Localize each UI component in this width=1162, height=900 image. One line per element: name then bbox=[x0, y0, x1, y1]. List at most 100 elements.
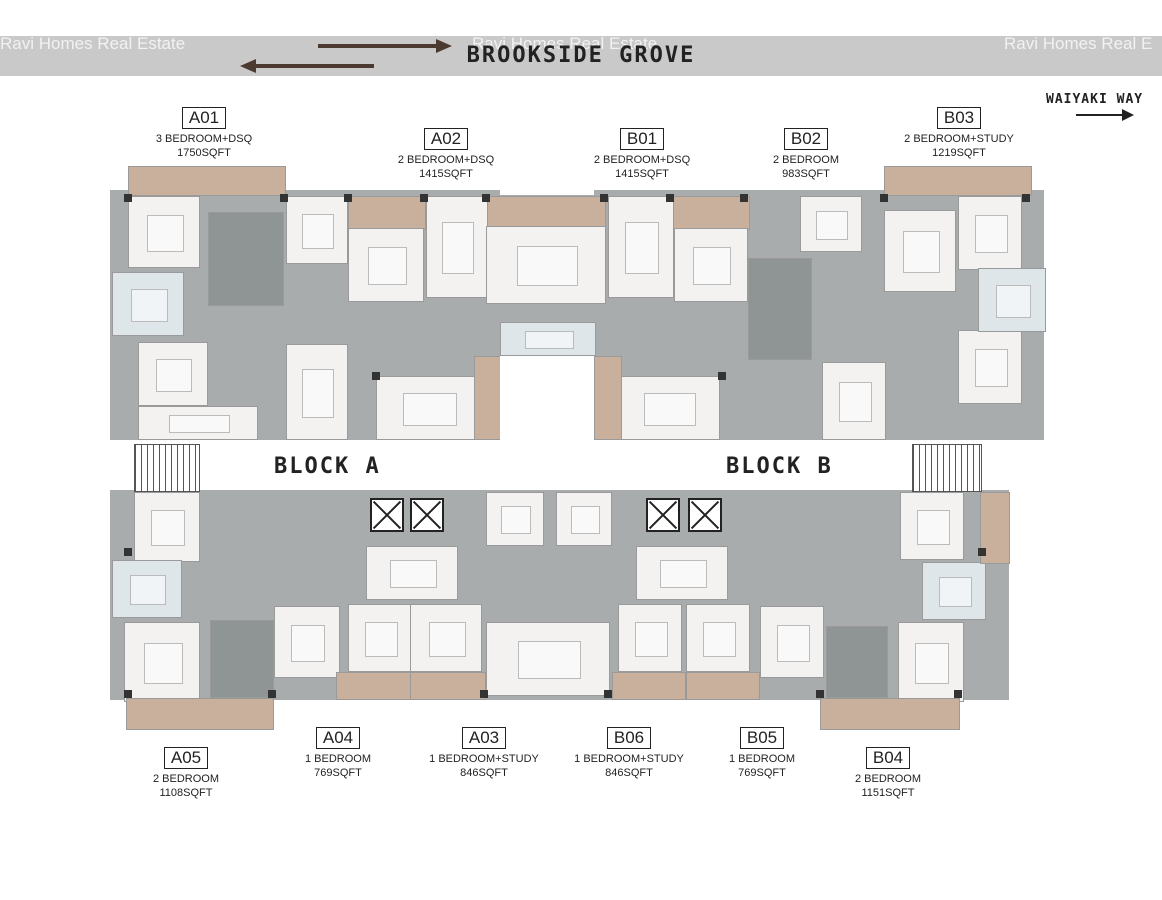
unit-area: 1415SQFT bbox=[419, 168, 473, 180]
corridor-b bbox=[594, 440, 914, 490]
unit-label-a01: A01 3 BEDROOM+DSQ 1750SQFT bbox=[134, 107, 274, 160]
unit-desc: 2 BEDROOM+DSQ bbox=[593, 154, 691, 166]
watermark-right: Ravi Homes Real E bbox=[1004, 34, 1153, 53]
unit-area: 1750SQFT bbox=[177, 147, 231, 159]
road-strip bbox=[0, 36, 1162, 76]
unit-desc: 2 BEDROOM bbox=[772, 154, 839, 166]
unit-label-b03: B03 2 BEDROOM+STUDY 1219SQFT bbox=[889, 107, 1029, 160]
unit-area: 983SQFT bbox=[782, 168, 830, 180]
balcony bbox=[594, 356, 622, 440]
unit-code: B01 bbox=[619, 128, 665, 150]
unit-desc: 2 BEDROOM bbox=[152, 773, 219, 785]
unit-label-a05: A05 2 BEDROOM 1108SQFT bbox=[116, 747, 256, 800]
living-room bbox=[826, 626, 888, 698]
unit-area: 769SQFT bbox=[738, 767, 786, 779]
bathroom bbox=[500, 322, 596, 356]
unit-code: B05 bbox=[739, 727, 785, 749]
unit-label-b04: B04 2 BEDROOM 1151SQFT bbox=[818, 747, 958, 800]
unit-area: 1108SQFT bbox=[159, 787, 213, 799]
stairs-a bbox=[134, 444, 200, 492]
block-b-label: BLOCK B bbox=[726, 454, 833, 479]
unit-code: B06 bbox=[606, 727, 652, 749]
pillar bbox=[124, 548, 132, 556]
lift-icon bbox=[646, 498, 680, 532]
bathroom bbox=[922, 562, 986, 620]
balcony bbox=[128, 166, 286, 196]
bedroom bbox=[274, 606, 340, 678]
bedroom bbox=[124, 622, 200, 702]
bedroom bbox=[348, 604, 412, 672]
balcony bbox=[348, 196, 426, 230]
dining-area bbox=[366, 546, 458, 600]
unit-desc: 1 BEDROOM+STUDY bbox=[429, 753, 539, 765]
living-room bbox=[674, 228, 748, 302]
pillar bbox=[344, 194, 352, 202]
watermark-left: Ravi Homes Real Estate bbox=[0, 34, 186, 53]
pillar bbox=[954, 690, 962, 698]
unit-area: 1151SQFT bbox=[861, 787, 915, 799]
road-name: BROOKSIDE GROVE bbox=[466, 43, 696, 68]
unit-code: B04 bbox=[865, 747, 911, 769]
bathroom bbox=[112, 560, 182, 618]
pillar bbox=[482, 194, 490, 202]
study bbox=[486, 492, 544, 546]
bedroom bbox=[900, 492, 964, 560]
balcony bbox=[884, 166, 1032, 196]
bedroom bbox=[686, 604, 750, 672]
pillar bbox=[880, 194, 888, 202]
unit-area: 1415SQFT bbox=[615, 168, 669, 180]
bedroom bbox=[286, 196, 348, 264]
unit-area: 1219SQFT bbox=[932, 147, 986, 159]
study bbox=[556, 492, 612, 546]
watermark-center: Ravi Homes Real Estate bbox=[472, 34, 658, 53]
pillar bbox=[600, 194, 608, 202]
unit-code: A04 bbox=[315, 727, 361, 749]
dining-area bbox=[636, 546, 728, 600]
bedroom bbox=[958, 196, 1022, 270]
pillar bbox=[978, 548, 986, 556]
unit-area: 846SQFT bbox=[605, 767, 653, 779]
traffic-arrow-right-icon bbox=[318, 39, 452, 53]
bedroom bbox=[958, 330, 1022, 404]
bedroom bbox=[486, 622, 610, 696]
unit-desc: 1 BEDROOM bbox=[728, 753, 795, 765]
unit-label-a04: A04 1 BEDROOM 769SQFT bbox=[268, 727, 408, 780]
unit-desc: 2 BEDROOM bbox=[854, 773, 921, 785]
pillar bbox=[268, 690, 276, 698]
unit-label-b01: B01 2 BEDROOM+DSQ 1415SQFT bbox=[572, 128, 712, 181]
balcony bbox=[686, 672, 760, 700]
pillar bbox=[666, 194, 674, 202]
corridor-a bbox=[200, 440, 610, 490]
balcony bbox=[336, 672, 412, 700]
bedroom bbox=[800, 196, 862, 252]
balcony bbox=[474, 356, 502, 440]
bedroom bbox=[486, 226, 606, 304]
living-room bbox=[884, 210, 956, 292]
unit-label-a02: A02 2 BEDROOM+DSQ 1415SQFT bbox=[376, 128, 516, 181]
pillar bbox=[124, 194, 132, 202]
bedroom bbox=[134, 492, 200, 562]
unit-desc: 2 BEDROOM+STUDY bbox=[904, 133, 1014, 145]
living-room bbox=[210, 620, 274, 698]
bedroom bbox=[608, 196, 674, 298]
unit-label-b02: B02 2 BEDROOM 983SQFT bbox=[736, 128, 876, 181]
dsq-room bbox=[286, 344, 348, 440]
pillar bbox=[280, 194, 288, 202]
balcony bbox=[612, 672, 686, 700]
unit-desc: 1 BEDROOM+STUDY bbox=[574, 753, 684, 765]
bedroom bbox=[138, 342, 208, 406]
direction-arrow-icon bbox=[1076, 109, 1134, 121]
pillar bbox=[740, 194, 748, 202]
traffic-arrow-left-icon bbox=[240, 59, 374, 73]
unit-label-a03: A03 1 BEDROOM+STUDY 846SQFT bbox=[414, 727, 554, 780]
pillar bbox=[604, 690, 612, 698]
unit-code: A05 bbox=[163, 747, 209, 769]
balcony bbox=[486, 196, 606, 228]
unit-area: 769SQFT bbox=[314, 767, 362, 779]
pillar bbox=[124, 690, 132, 698]
unit-code: B03 bbox=[936, 107, 982, 129]
pillar bbox=[420, 194, 428, 202]
unit-area: 846SQFT bbox=[460, 767, 508, 779]
pillar bbox=[372, 372, 380, 380]
living-room bbox=[348, 228, 424, 302]
